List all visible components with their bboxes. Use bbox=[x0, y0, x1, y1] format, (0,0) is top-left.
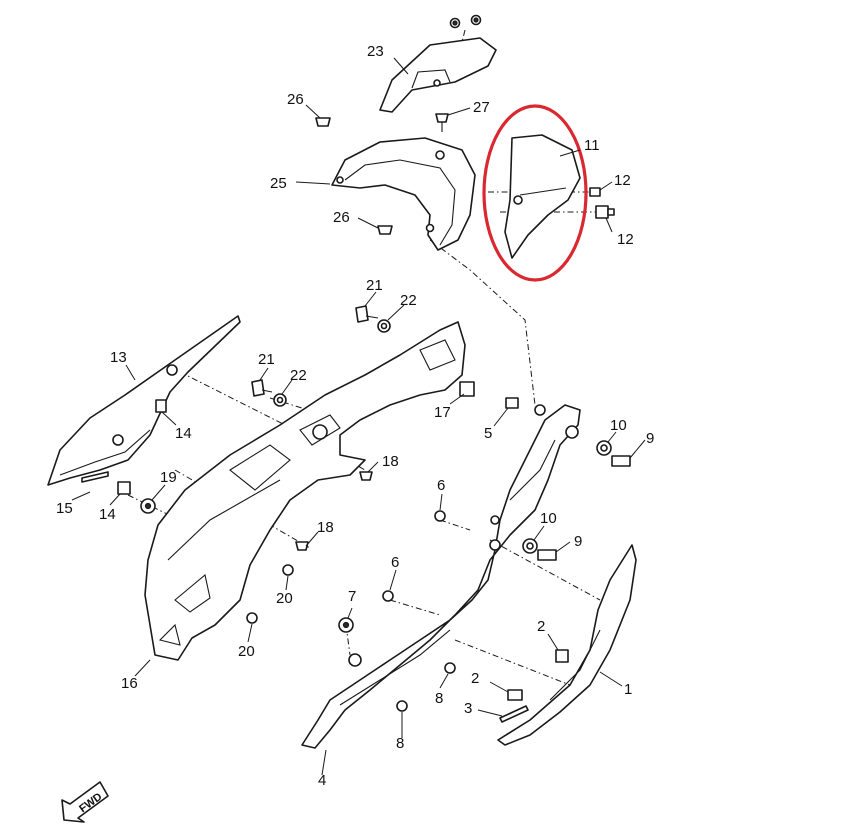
label-5: 5 bbox=[484, 425, 492, 442]
label-3: 3 bbox=[464, 700, 472, 717]
fasteners-26-27 bbox=[315, 113, 449, 235]
label-23: 23 bbox=[367, 43, 384, 60]
label-22-lower: 22 bbox=[290, 367, 307, 384]
label-8-lower: 8 bbox=[396, 735, 404, 752]
part-16-main-frame-cover bbox=[144, 321, 466, 661]
label-9-lower: 9 bbox=[574, 533, 582, 550]
label-12-lower: 12 bbox=[617, 231, 634, 248]
label-27: 27 bbox=[473, 99, 490, 116]
fwd-arrow-icon: FWD bbox=[61, 781, 109, 823]
part-1-right-lower-cover bbox=[497, 544, 637, 746]
leader-lines bbox=[71, 57, 646, 776]
label-6-lower: 6 bbox=[391, 554, 399, 571]
label-25: 25 bbox=[270, 175, 287, 192]
part-4-right-frame bbox=[301, 404, 581, 749]
label-20-upper: 20 bbox=[276, 590, 293, 607]
label-18-lower: 18 bbox=[317, 519, 334, 536]
label-12-upper: 12 bbox=[614, 172, 631, 189]
part-11-side-panel bbox=[504, 134, 581, 259]
label-14-lower: 14 bbox=[99, 506, 116, 523]
label-26-top: 26 bbox=[287, 91, 304, 108]
part-12-bolts bbox=[589, 187, 615, 219]
label-7: 7 bbox=[348, 588, 356, 605]
part-13-left-cover bbox=[47, 315, 241, 486]
label-14-upper: 14 bbox=[175, 425, 192, 442]
label-15: 15 bbox=[56, 500, 73, 517]
label-9-upper: 9 bbox=[646, 430, 654, 447]
label-10-lower: 10 bbox=[540, 510, 557, 527]
label-16: 16 bbox=[121, 675, 138, 692]
label-18-upper: 18 bbox=[382, 453, 399, 470]
label-20-lower: 20 bbox=[238, 643, 255, 660]
label-22-upper: 22 bbox=[400, 292, 417, 309]
highlight-circle bbox=[482, 104, 588, 282]
label-19: 19 bbox=[160, 469, 177, 486]
label-2-lower: 2 bbox=[471, 670, 479, 687]
label-17: 17 bbox=[434, 404, 451, 421]
label-8-upper: 8 bbox=[435, 690, 443, 707]
label-2-upper: 2 bbox=[537, 618, 545, 635]
label-1: 1 bbox=[624, 681, 632, 698]
label-11: 11 bbox=[584, 137, 600, 154]
label-10-upper: 10 bbox=[610, 417, 627, 434]
label-6-upper: 6 bbox=[437, 477, 445, 494]
label-13: 13 bbox=[110, 349, 127, 366]
part-25-rear-fender bbox=[331, 137, 476, 251]
part-23-top-cover bbox=[379, 14, 497, 113]
label-26-mid: 26 bbox=[333, 209, 350, 226]
label-21-lower: 21 bbox=[258, 351, 275, 368]
label-21-upper: 21 bbox=[366, 277, 383, 294]
label-4: 4 bbox=[318, 772, 326, 789]
hardware bbox=[117, 305, 631, 723]
part-labels: 23 26 27 25 26 11 12 12 21 22 13 21 22 1… bbox=[56, 43, 654, 789]
